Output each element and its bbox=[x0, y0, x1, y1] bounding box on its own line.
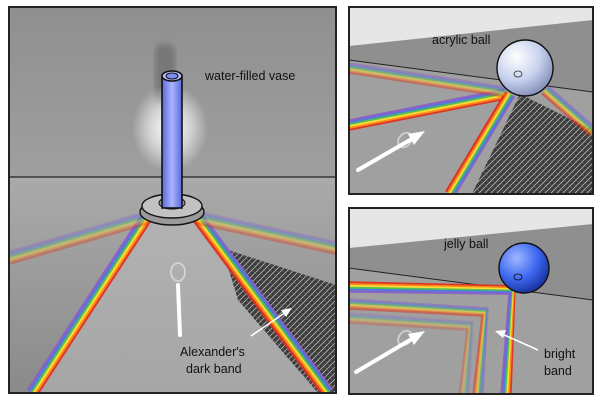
viewer-arrow-tr bbox=[356, 131, 425, 172]
jelly-ball bbox=[498, 242, 550, 294]
main-rainbow-left-3 bbox=[30, 216, 147, 393]
main-rainbow-left-5 bbox=[26, 214, 143, 391]
tr-rainbow-bands bbox=[349, 62, 593, 194]
main-rainbow-left-0 bbox=[36, 220, 152, 393]
bottom-right-panel: jelly ball bright band bbox=[349, 208, 593, 394]
tr-rainbow-down-4 bbox=[446, 91, 509, 194]
acrylic-ball-label: acrylic ball bbox=[432, 33, 490, 47]
main-rainbow-outer-left-0 bbox=[10, 221, 148, 265]
viewer-arrow-br bbox=[354, 329, 425, 374]
acrylic-ball bbox=[496, 39, 554, 97]
tr-rainbow-back-5 bbox=[349, 62, 506, 89]
main-rainbow-right-3 bbox=[196, 217, 329, 393]
tr-rainbow-right-2 bbox=[544, 88, 593, 133]
main-rainbow-left-2 bbox=[31, 217, 148, 393]
main-rainbow-bands bbox=[9, 211, 336, 393]
tr-rainbow-right-5 bbox=[541, 92, 591, 137]
main-rainbow-right-5 bbox=[192, 220, 324, 393]
tr-hatched-region bbox=[472, 94, 593, 194]
main-rainbow-outer-right-1 bbox=[198, 213, 336, 247]
tr-rainbow-down-0 bbox=[453, 95, 515, 194]
water-filled-vase bbox=[139, 70, 205, 226]
tr-rainbow-left-2 bbox=[349, 93, 506, 128]
main-rainbow-outer-left-1 bbox=[9, 219, 148, 263]
jelly-ball-label: jelly ball bbox=[443, 237, 488, 251]
tr-rainbow-left-5 bbox=[349, 88, 505, 122]
br-rainbow-inner-4 bbox=[349, 288, 512, 394]
main-rainbow-right-4 bbox=[194, 219, 326, 393]
br-rainbow-faint-4 bbox=[349, 319, 470, 394]
tr-rainbow-left-0 bbox=[349, 97, 507, 131]
vase-label: water-filled vase bbox=[204, 69, 295, 83]
main-rainbow-right-0 bbox=[200, 214, 334, 391]
bright-band-label-line2: band bbox=[544, 364, 572, 378]
br-rainbow-outer-3 bbox=[349, 303, 486, 394]
br-rainbow-faint-2 bbox=[349, 315, 472, 394]
main-rainbow-right-2 bbox=[197, 216, 330, 393]
tr-rainbow-down-1 bbox=[451, 94, 514, 194]
tr-rainbow-right-4 bbox=[542, 91, 593, 135]
viewer-arrow-main bbox=[170, 262, 186, 337]
br-rainbow-faint-0 bbox=[349, 312, 474, 394]
tr-rainbow-back-2 bbox=[349, 67, 506, 95]
bright-band-label-line1: bright bbox=[544, 347, 576, 361]
tr-rainbow-left-3 bbox=[349, 91, 506, 126]
br-rainbow-outer-5 bbox=[349, 307, 484, 394]
main-rainbow-outer-right-3 bbox=[197, 217, 336, 251]
main-panel: water-filled vase Alexander's dark band bbox=[9, 7, 336, 393]
tr-rainbow-right-3 bbox=[543, 89, 593, 134]
main-panel-border bbox=[8, 6, 337, 394]
tr-rainbow-back-0 bbox=[349, 71, 505, 98]
vase-tube bbox=[161, 75, 183, 209]
br-rainbow-bands bbox=[349, 281, 516, 394]
tr-rainbow-down-3 bbox=[448, 92, 511, 194]
dark-band-label-line1: Alexander's bbox=[180, 345, 245, 359]
br-rainbow-outer-1 bbox=[349, 300, 488, 394]
br-rainbow-faint-3 bbox=[349, 317, 471, 394]
tr-rainbow-back-4 bbox=[349, 64, 506, 91]
main-rainbow-outer-right-4 bbox=[197, 219, 336, 253]
main-rainbow-outer-left-5 bbox=[9, 211, 145, 254]
main-rainbow-left-4 bbox=[28, 215, 145, 393]
tr-rainbow-back-1 bbox=[349, 69, 505, 96]
tr-rainbow-left-4 bbox=[349, 90, 505, 124]
tr-rainbow-down-5 bbox=[445, 91, 508, 193]
br-wall-top bbox=[349, 208, 593, 248]
tr-rainbow-right-1 bbox=[545, 87, 593, 131]
tr-rainbow-back-3 bbox=[349, 65, 506, 93]
main-rainbow-outer-left-3 bbox=[9, 215, 147, 259]
br-rainbow-inner-5 bbox=[349, 290, 511, 394]
tr-rainbow-left-1 bbox=[349, 95, 506, 129]
bright-band-pointer bbox=[495, 330, 539, 351]
main-rainbow-outer-right-0 bbox=[198, 211, 336, 244]
br-rainbow-outer-4 bbox=[349, 305, 485, 394]
br-rainbow-faint-1 bbox=[349, 314, 473, 394]
top-right-panel-border bbox=[348, 6, 594, 195]
main-rainbow-outer-right-5 bbox=[196, 222, 336, 255]
dark-band-label-line2: dark band bbox=[186, 362, 242, 376]
br-rainbow-inner-3 bbox=[349, 286, 513, 394]
dark-band-pointer bbox=[250, 308, 292, 337]
br-rainbow-outer-0 bbox=[349, 298, 489, 394]
main-rainbow-outer-right-2 bbox=[197, 215, 336, 249]
top-right-panel: acrylic ball bbox=[349, 7, 593, 194]
tr-wall-top bbox=[349, 7, 593, 46]
tr-rainbow-down-2 bbox=[449, 93, 512, 194]
main-rainbow-right-1 bbox=[199, 215, 332, 392]
tr-rainbow-right-0 bbox=[547, 85, 593, 128]
main-rainbow-outer-left-4 bbox=[9, 213, 146, 257]
bottom-right-panel-border bbox=[348, 207, 594, 395]
main-rainbow-left-1 bbox=[34, 218, 150, 393]
main-rainbow-outer-left-2 bbox=[9, 217, 147, 261]
br-rainbow-outer-2 bbox=[349, 301, 487, 394]
br-rainbow-faint-5 bbox=[349, 321, 469, 394]
